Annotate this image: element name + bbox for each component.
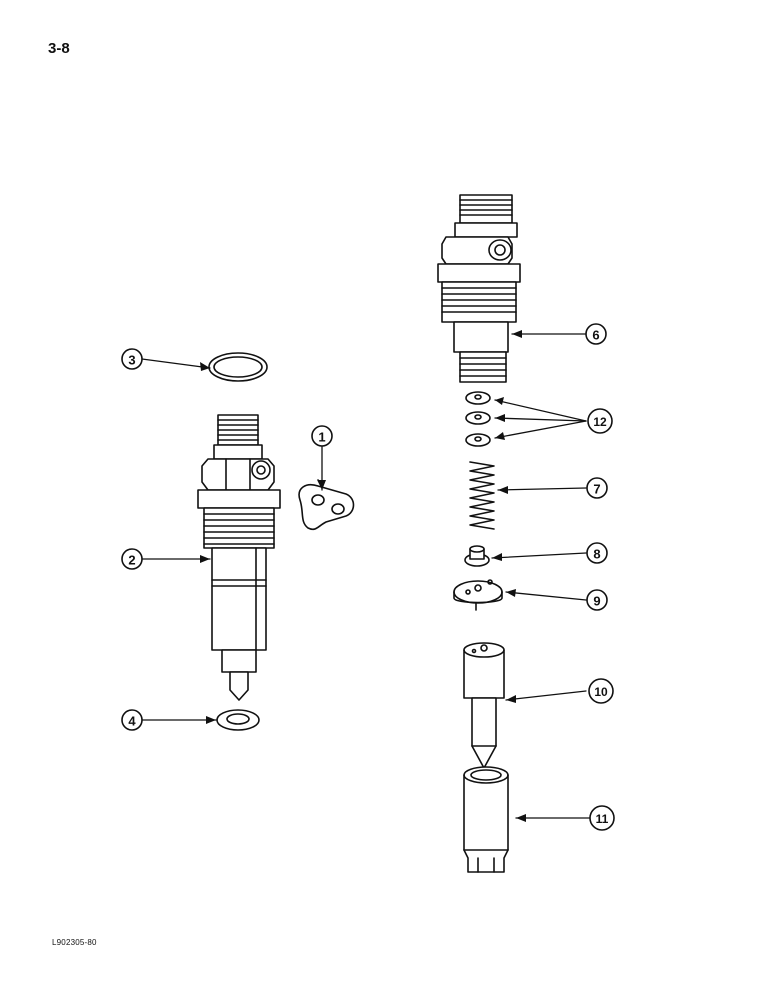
nozzle-nut-part: [463, 766, 509, 873]
callout-9-circle: [586, 589, 608, 611]
washer-part: [216, 709, 260, 731]
spring-seat-part: [464, 545, 490, 567]
spring-part: [469, 461, 495, 530]
holder-body-part: [437, 194, 521, 383]
callout-8-circle: [586, 542, 608, 564]
callout-11-label: 11: [596, 812, 609, 826]
callout-2-circle: [121, 548, 143, 570]
page-number: 3-8: [48, 40, 70, 57]
figure-code: L902305-80: [52, 938, 97, 947]
callout-6-label: 6: [592, 328, 599, 343]
callout-3-circle: [121, 348, 143, 370]
leader-lines: [141, 333, 591, 819]
o-ring-part: [208, 352, 268, 382]
shims-part: [465, 391, 491, 447]
callout-4-circle: [121, 709, 143, 731]
callout-4-label: 4: [128, 714, 136, 729]
callout-7-circle: [586, 477, 608, 499]
callout-7-label: 7: [593, 482, 600, 497]
callout-6-circle: [585, 323, 607, 345]
clamp-part: [298, 479, 355, 531]
callout-12-circle: [587, 408, 613, 434]
callout-9-label: 9: [593, 594, 600, 609]
callout-10-circle: [588, 678, 614, 704]
callout-1-circle: [311, 425, 333, 447]
injector-assembly: [197, 414, 281, 701]
nozzle-part: [463, 642, 505, 769]
callout-11-circle: [589, 805, 615, 831]
callout-2-label: 2: [128, 553, 135, 568]
callout-3-label: 3: [128, 353, 135, 368]
callout-12-label: 12: [593, 415, 607, 429]
callout-8-label: 8: [593, 547, 600, 562]
callout-1-label: 1: [318, 430, 325, 445]
callout-10-label: 10: [594, 685, 608, 699]
intermediate-plate-part: [453, 579, 503, 611]
